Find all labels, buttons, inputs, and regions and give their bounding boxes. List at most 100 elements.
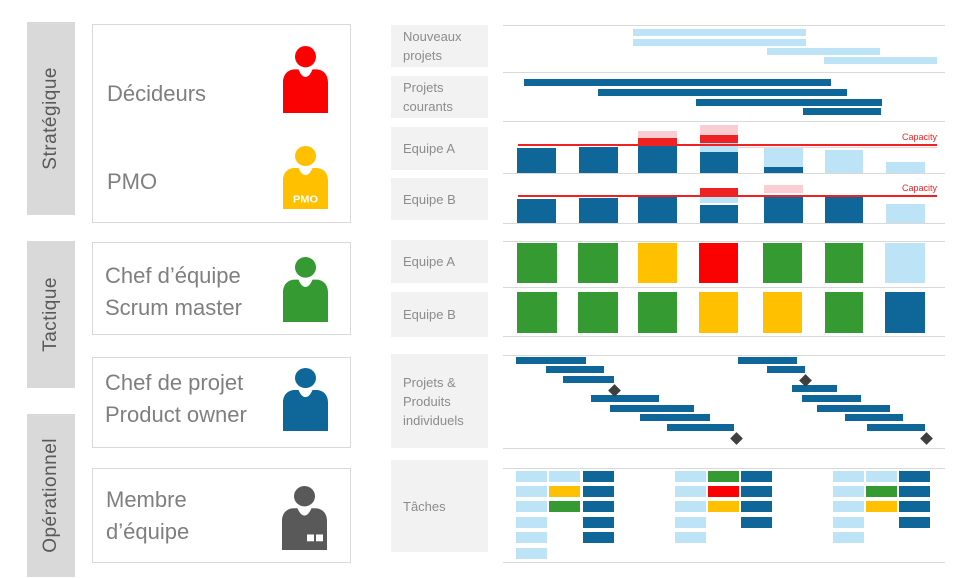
capacity-bar-segment (700, 205, 738, 223)
grid-line (503, 336, 945, 337)
level-band-tactique: Tactique (27, 241, 75, 388)
role-label-chef-equipe: Chef d’équipe Scrum master (105, 260, 242, 324)
gantt-bar (524, 79, 831, 86)
capacity-bar-segment (700, 188, 738, 196)
row-label-line: Nouveaux (403, 29, 462, 44)
task-chip (583, 517, 614, 528)
task-chip (708, 501, 739, 512)
capacity-line (518, 144, 937, 146)
grid-line (503, 448, 945, 449)
capacity-bar-segment (700, 152, 738, 173)
capacity-bar-segment (579, 147, 618, 173)
task-chip (708, 471, 739, 482)
capacity-bar-segment (764, 167, 803, 173)
capacity-bar-segment (700, 125, 738, 135)
row-label-line: Equipe A (403, 141, 456, 156)
role-label-line: Scrum master (105, 295, 242, 320)
task-chip (866, 501, 897, 512)
capacity-bar-segment (638, 146, 677, 173)
row-label-equipe-a-status: Equipe A (391, 240, 488, 283)
task-chip (516, 548, 547, 559)
status-cell (825, 243, 863, 283)
task-chip (741, 486, 772, 497)
grid-line (503, 468, 945, 469)
task-chip (833, 532, 864, 543)
gantt-bar (792, 385, 837, 392)
capacity-label: Capacity (901, 183, 937, 193)
row-label-line: projets (403, 48, 443, 63)
task-chip (549, 501, 580, 512)
role-label-membre: Membre d’équipe (106, 484, 189, 548)
status-cell (578, 292, 618, 333)
grid-line (503, 25, 945, 26)
status-cell (885, 243, 925, 283)
task-chip (675, 501, 706, 512)
role-label-line: PMO (107, 169, 158, 194)
gantt-bar (563, 376, 614, 383)
task-chip (833, 517, 864, 528)
milestone-diamond (730, 432, 743, 445)
status-cell (763, 292, 802, 333)
capacity-bar-segment (764, 147, 803, 167)
gantt-bar (767, 366, 805, 373)
row-label-line: Equipe B (403, 307, 456, 322)
row-label-equipe-b-status: Equipe B (391, 292, 488, 337)
status-cell (699, 243, 738, 283)
capacity-bar-segment (517, 199, 556, 223)
person-icon-gray (280, 486, 329, 550)
gantt-bar (738, 357, 797, 364)
svg-text:PMO: PMO (293, 194, 318, 206)
gantt-bar (803, 108, 881, 115)
gantt-bar (633, 39, 806, 46)
gantt-bar (867, 424, 925, 431)
gantt-bar (591, 395, 659, 402)
row-label-line: Equipe A (403, 254, 456, 269)
capacity-bar-segment (764, 185, 803, 193)
task-chip (583, 486, 614, 497)
status-cell (578, 243, 618, 283)
gantt-bar (610, 405, 694, 412)
row-label-line: Projets & (403, 374, 456, 390)
task-chip (516, 532, 547, 543)
gantt-bar (767, 48, 880, 55)
status-cell (517, 243, 557, 283)
task-chip (583, 532, 614, 543)
status-cell (638, 243, 677, 283)
grid-line (503, 241, 945, 242)
gantt-bar (516, 357, 586, 364)
grid-line (503, 173, 945, 174)
person-icon-red (281, 46, 330, 113)
grid-line (503, 72, 945, 73)
row-label-nouveaux-projets: Nouveaux projets (391, 25, 488, 67)
row-label-projets-produits: Projets & Produits individuels (391, 354, 488, 448)
status-cell (699, 292, 738, 333)
gantt-bar (845, 414, 903, 421)
row-label-line: Tâches (403, 498, 446, 514)
capacity-bar-segment (638, 196, 677, 223)
grid-line (503, 287, 945, 288)
task-chip (833, 471, 864, 482)
capacity-bar-segment (700, 196, 738, 203)
task-chip (516, 517, 547, 528)
task-chip (741, 501, 772, 512)
role-label-chef-projet: Chef de projet Product owner (105, 367, 247, 431)
task-chip (899, 517, 930, 528)
gantt-bar (817, 405, 890, 412)
gantt-bar (824, 57, 937, 64)
gantt-bar (633, 29, 806, 36)
capacity-line (518, 195, 937, 197)
role-label-pmo: PMO (107, 166, 157, 198)
gantt-bar (696, 99, 882, 106)
role-label-line: Chef de projet (105, 370, 244, 395)
row-label-taches: Tâches (391, 460, 488, 552)
level-band-operationnel: Opérationnel (27, 414, 75, 577)
task-chip (583, 471, 614, 482)
capacity-bar-segment (638, 138, 677, 146)
capacity-label: Capacity (901, 132, 937, 142)
grid-line (503, 223, 945, 224)
task-chip (833, 486, 864, 497)
task-chip (899, 486, 930, 497)
status-cell (638, 292, 677, 333)
